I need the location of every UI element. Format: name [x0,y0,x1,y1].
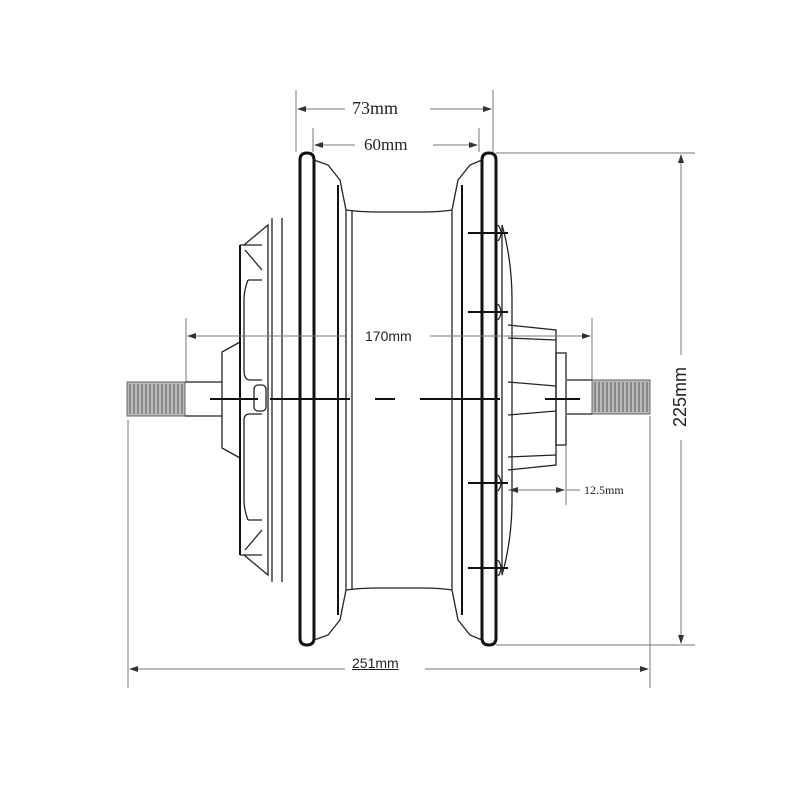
dimension-60mm [312,128,480,152]
axle-left [185,381,222,417]
label-225mm: 225mm [670,366,691,428]
axle-thread-right [591,379,651,415]
right-bearing-housing [507,324,567,471]
dimension-170mm [185,318,593,382]
axle-right [567,379,592,415]
label-73mm: 73mm [352,98,399,118]
label-251mm: 251mm [352,655,399,671]
right-bolts [468,224,508,577]
hub-shell [345,209,453,591]
label-12.5mm: 12.5mm [584,483,624,497]
label-60mm: 60mm [364,135,408,154]
dimension-251mm [127,416,651,688]
label-170mm: 170mm [365,328,412,344]
dimension-73mm [295,90,494,152]
axle-thread-left [126,381,186,417]
dimension-12.5mm [508,445,580,505]
dimension-225mm [496,152,695,646]
